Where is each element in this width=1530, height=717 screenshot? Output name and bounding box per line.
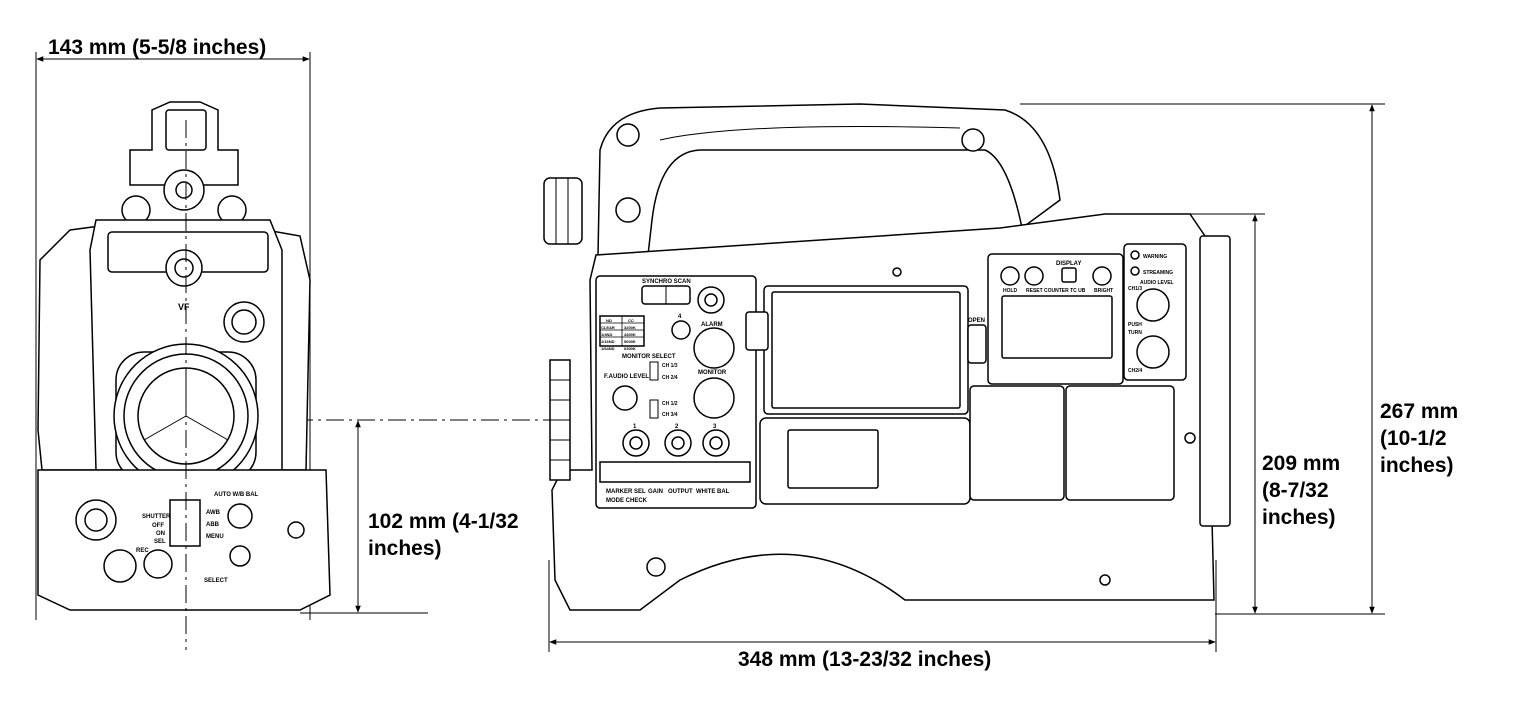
side-label-input-3: 3 bbox=[713, 424, 717, 430]
side-label-output: OUTPUT bbox=[668, 489, 693, 495]
eyepiece bbox=[543, 177, 583, 245]
side-label-alarm: ALARM bbox=[701, 322, 723, 328]
body-height-line-3: inches) bbox=[1262, 506, 1336, 529]
side-label-turn: TURN bbox=[1128, 330, 1142, 336]
monitor-speaker bbox=[693, 377, 735, 419]
side-label-filter-3a: 1/16ND bbox=[601, 339, 615, 344]
total-height-line-1: 267 mm bbox=[1380, 400, 1459, 423]
side-label-ch24-knob: CH2/4 bbox=[1128, 368, 1142, 374]
side-label-white-bal: WHITE BAL bbox=[696, 489, 730, 495]
side-label-counter-tc-ub: COUNTER TC UB bbox=[1044, 288, 1086, 294]
front-label-shutter-sel: SEL bbox=[154, 539, 166, 545]
front-labels: VF SHUTTER OFF ON SEL AUTO W/B BAL AWB A… bbox=[136, 302, 259, 584]
front-label-shutter-on: ON bbox=[156, 531, 165, 537]
dimension-lines bbox=[35, 52, 1385, 652]
carry-handle bbox=[597, 103, 1061, 256]
audio-knob-ch24 bbox=[1136, 335, 1170, 369]
lens-height-line-1: 102 mm (4-1/32 bbox=[368, 510, 519, 533]
body-height-line-2: (8-7/32 bbox=[1262, 479, 1329, 502]
front-label-auto-wb: AUTO W/B BAL bbox=[214, 492, 259, 498]
side-label-monitor-select: MONITOR SELECT bbox=[622, 354, 676, 360]
front-label-shutter: SHUTTER bbox=[142, 514, 171, 520]
side-label-warning: WARNING bbox=[1143, 254, 1167, 260]
side-label-synchro-scan: SYNCHRO SCAN bbox=[642, 279, 691, 285]
alarm-speaker bbox=[693, 327, 735, 369]
side-label-filter-1a: CLEAR bbox=[601, 325, 615, 330]
side-label-filter-2b: 4300K bbox=[624, 332, 636, 337]
battery-right bbox=[1065, 385, 1175, 501]
total-height-line-3: inches) bbox=[1380, 454, 1454, 477]
side-label-filter-4b: 6300K bbox=[624, 346, 636, 351]
front-label-abb: ABB bbox=[206, 522, 220, 528]
front-width-dimension: 143 mm (5-5/8 inches) bbox=[48, 36, 267, 59]
side-label-nd: ND bbox=[606, 318, 612, 323]
side-label-bright: BRIGHT bbox=[1094, 288, 1113, 294]
side-label-reset: RESET bbox=[1026, 288, 1043, 294]
battery-left bbox=[969, 385, 1065, 501]
front-label-select: SELECT bbox=[204, 578, 228, 584]
side-label-display: DISPLAY bbox=[1056, 261, 1081, 267]
side-label-input-2: 2 bbox=[675, 424, 679, 430]
front-label-vf: VF bbox=[178, 302, 190, 312]
side-label-cc: CC bbox=[628, 318, 634, 323]
side-label-ch13-knob: CH1/3 bbox=[1128, 286, 1142, 292]
front-label-menu: MENU bbox=[206, 534, 224, 540]
lens-height-line-2: inches) bbox=[368, 537, 442, 560]
side-length-dimension: 348 mm (13-23/32 inches) bbox=[738, 648, 992, 671]
side-label-ch24: CH 2/4 bbox=[662, 375, 678, 381]
reset-button bbox=[1024, 266, 1044, 286]
side-label-open: OPEN bbox=[968, 318, 985, 324]
side-label-push: PUSH bbox=[1128, 322, 1142, 328]
side-label-filter-2a: 1/4ND bbox=[601, 332, 612, 337]
lcd-monitor bbox=[771, 291, 961, 409]
body-height-line-1: 209 mm bbox=[1262, 452, 1341, 475]
total-height-line-2: (10-1/2 bbox=[1380, 427, 1447, 450]
camera-front-view bbox=[37, 101, 331, 650]
side-label-filter-1b: 3200K bbox=[624, 325, 636, 330]
side-label-filter-3b: 5600K bbox=[624, 339, 636, 344]
side-label-monitor: MONITOR bbox=[698, 370, 727, 376]
side-label-marker-sel: MARKER SEL bbox=[606, 489, 646, 495]
side-label-ch34: CH 3/4 bbox=[662, 412, 678, 418]
audio-knob-ch13 bbox=[1136, 288, 1170, 322]
counter-display bbox=[1001, 295, 1113, 359]
hold-button bbox=[1000, 266, 1020, 286]
side-label-hold: HOLD bbox=[1003, 288, 1018, 294]
side-label-ch12: CH 1/2 bbox=[662, 401, 678, 407]
front-label-shutter-off: OFF bbox=[152, 523, 164, 529]
side-label-input-1: 1 bbox=[633, 424, 637, 430]
total-height-dimension: 267 mm (10-1/2 inches) bbox=[1380, 398, 1458, 479]
switch-strip bbox=[599, 461, 751, 483]
side-label-filter-4a: 1/64ND bbox=[601, 346, 615, 351]
camera-side-view bbox=[543, 103, 1231, 611]
side-label-audio-level: AUDIO LEVEL bbox=[1140, 280, 1174, 286]
side-label-mode-check: MODE CHECK bbox=[606, 498, 648, 504]
body-height-dimension: 209 mm (8-7/32 inches) bbox=[1262, 450, 1340, 531]
bright-button bbox=[1092, 266, 1112, 286]
front-label-awb: AWB bbox=[206, 510, 221, 516]
side-labels: SYNCHRO SCAN ALARM MONITOR MONITOR SELEC… bbox=[601, 254, 1174, 504]
side-label-input-4: 4 bbox=[678, 314, 682, 320]
f-audio-level-knob bbox=[612, 385, 638, 411]
side-label-gain: GAIN bbox=[648, 489, 663, 495]
side-label-f-audio-level: F.AUDIO LEVEL bbox=[604, 374, 649, 380]
front-label-rec: REC bbox=[136, 548, 149, 554]
side-label-ch13: CH 1/3 bbox=[662, 363, 678, 369]
side-label-streaming: STREAMING bbox=[1143, 270, 1173, 276]
lens-height-dimension: 102 mm (4-1/32 inches) bbox=[368, 508, 519, 562]
display-switch bbox=[1061, 267, 1077, 283]
